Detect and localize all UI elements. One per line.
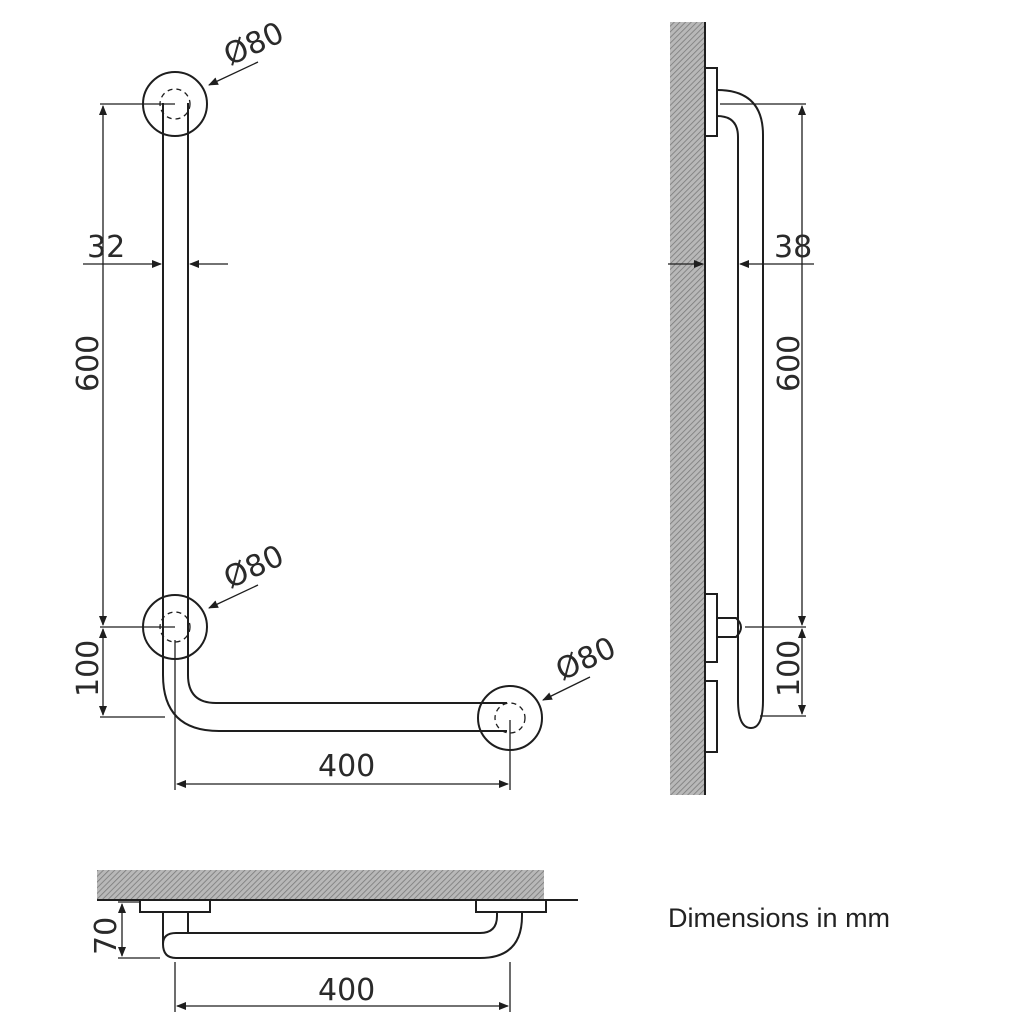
- top-wall-hatch: [97, 870, 544, 900]
- front-tube-inner-edge: [187, 103, 507, 704]
- units-caption: Dimensions in mm: [668, 903, 891, 933]
- side-view: 38 600 100: [668, 22, 814, 795]
- front-view: Ø80 Ø80 Ø80 32 600 100 400: [71, 15, 621, 790]
- side-tube-end-cap: [737, 699, 764, 730]
- label-front-100: 100: [71, 640, 106, 697]
- top-tube-outer: [162, 912, 523, 959]
- label-top-70: 70: [89, 917, 124, 955]
- top-tube-inner: [187, 912, 498, 934]
- label-top-400: 400: [318, 973, 375, 1008]
- label-side-100: 100: [772, 640, 807, 697]
- label-front-600: 600: [71, 335, 106, 392]
- top-flange-left: [139, 899, 211, 913]
- leader-dia-end: [542, 676, 591, 701]
- top-tube-end: [162, 932, 188, 945]
- side-middle-support: [717, 617, 742, 638]
- label-side-600: 600: [772, 335, 807, 392]
- leader-dia-top: [208, 61, 259, 86]
- top-view: 70 400: [89, 870, 578, 1012]
- leader-dia-middle: [208, 584, 259, 609]
- side-tube-inner: [716, 115, 739, 700]
- side-wall-hatch: [670, 22, 705, 795]
- front-tube-outer-edge: [162, 103, 507, 732]
- side-tube-outer: [716, 89, 764, 700]
- front-flange-end-bolt: [494, 702, 526, 734]
- front-tube-top-stub: [162, 120, 189, 136]
- top-flange-right: [475, 899, 547, 913]
- label-side-38: 38: [774, 230, 812, 265]
- side-flange-bottom: [704, 680, 718, 753]
- side-flange-middle: [704, 593, 718, 663]
- front-tube-end-stub: [480, 702, 495, 732]
- label-front-400: 400: [318, 749, 375, 784]
- side-flange-top: [704, 67, 718, 137]
- label-tube-32: 32: [87, 230, 125, 265]
